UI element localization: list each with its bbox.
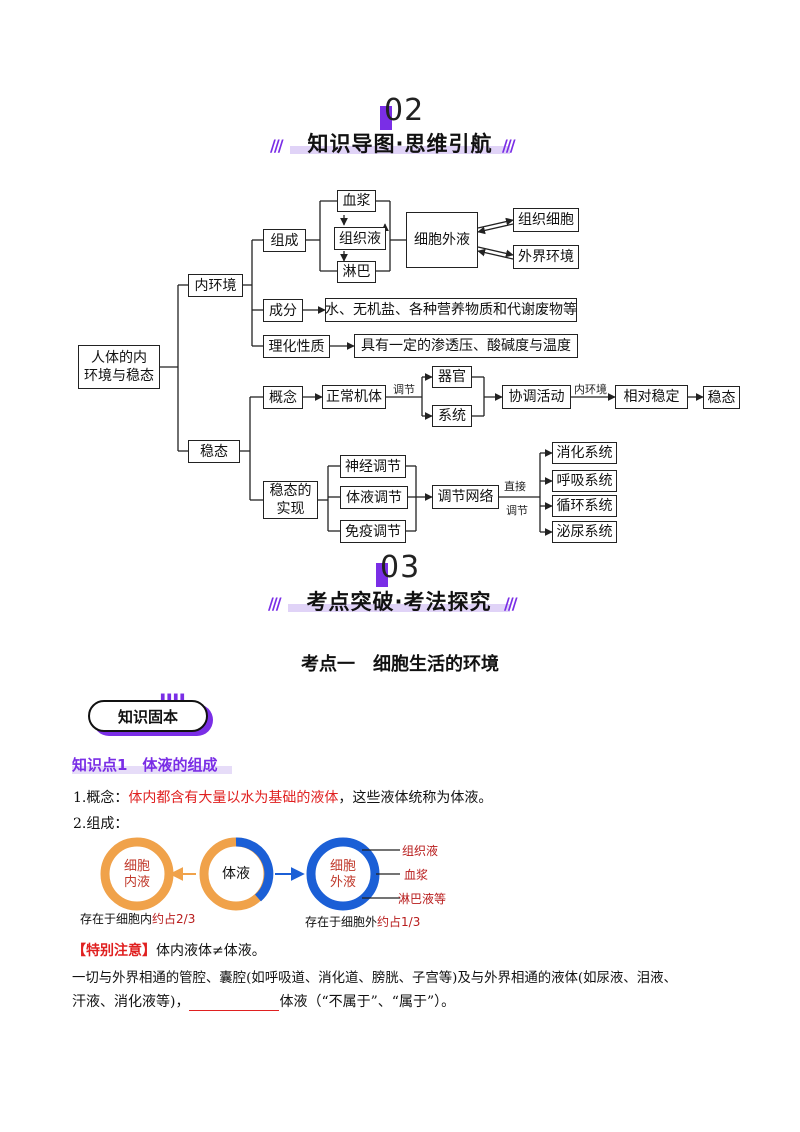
node-qiguan: 器官 bbox=[432, 366, 472, 388]
label-zhijie: 直接 bbox=[504, 480, 526, 493]
slash-decor-right: /// bbox=[504, 594, 517, 613]
node-wentai-final: 稳态 bbox=[703, 386, 740, 409]
composition-line: 2.组成： bbox=[73, 816, 129, 832]
body-fluid-diagram bbox=[100, 837, 400, 911]
node-tiye: 体液调节 bbox=[340, 486, 408, 509]
node-waijiehuanjing: 外界环境 bbox=[513, 245, 579, 269]
node-lihua-detail: 具有一定的渗透压、酸碱度与温度 bbox=[354, 334, 578, 358]
badge-dots: ▮▮▮▮ bbox=[160, 692, 187, 703]
node-zucheng: 组成 bbox=[263, 229, 306, 252]
slash-decor-left: /// bbox=[268, 594, 281, 613]
node-xiaohua: 消化系统 bbox=[552, 442, 617, 464]
circle-icf: 细胞 内液 bbox=[123, 859, 150, 890]
concept-line: 1.概念：体内都含有大量以水为基础的液体，这些液体统称为体液。 bbox=[73, 790, 493, 806]
node-shenjing: 神经调节 bbox=[340, 455, 406, 478]
mindmap-connectors bbox=[160, 200, 704, 536]
node-zuzhiye: 组织液 bbox=[334, 227, 386, 250]
node-wentai: 稳态 bbox=[188, 440, 240, 463]
node-xuejiang: 血浆 bbox=[337, 190, 376, 212]
kaodian-heading: 考点一 细胞生活的环境 bbox=[301, 654, 499, 675]
node-chengfen-detail: 水、无机盐、各种营养物质和代谢废物等 bbox=[325, 298, 577, 322]
node-huxi: 呼吸系统 bbox=[552, 470, 617, 492]
node-zuzhixibao: 组织细胞 bbox=[513, 208, 579, 232]
slash-decor-left: /// bbox=[270, 136, 283, 155]
node-zhengchang: 正常机体 bbox=[322, 385, 386, 409]
point-title: 知识点1 体液的组成 bbox=[72, 756, 218, 774]
node-xiangdui: 相对稳定 bbox=[615, 385, 688, 409]
node-xietiao: 协调活动 bbox=[502, 385, 571, 409]
node-xitong: 系统 bbox=[432, 405, 472, 427]
section-title: 考点突破·考法探究 bbox=[306, 590, 492, 614]
node-miniao: 泌尿系统 bbox=[552, 521, 617, 543]
node-chengfen: 成分 bbox=[263, 299, 303, 322]
section-title: 知识导图·思维引航 bbox=[307, 132, 493, 156]
fill-blank[interactable] bbox=[189, 996, 280, 1011]
title-highlight bbox=[290, 146, 510, 154]
label-tiaojie: 调节 bbox=[393, 383, 415, 396]
circle-ecf: 细胞 外液 bbox=[329, 859, 356, 890]
caption-ecf: 存在于细胞外约占1/3 bbox=[305, 915, 421, 929]
node-xunhuan: 循环系统 bbox=[552, 495, 617, 517]
slash-decor-right: /// bbox=[502, 136, 515, 155]
node-shixian: 稳态的 实现 bbox=[263, 481, 318, 519]
branch-lymph: 淋巴液等 bbox=[398, 892, 447, 906]
node-gainian: 概念 bbox=[263, 386, 303, 409]
note-line2: 一切与外界相通的管腔、囊腔(如呼吸道、消化道、膀胱、子宫等)及与外界相通的液体(… bbox=[72, 971, 677, 986]
label-tiaojie2: 调节 bbox=[506, 504, 528, 517]
branch-plasma: 血浆 bbox=[404, 868, 429, 882]
badge-zhishi: 知识固本 bbox=[88, 700, 208, 732]
node-xibaowaiye: 细胞外液 bbox=[406, 212, 478, 268]
node-lihua: 理化性质 bbox=[263, 335, 330, 358]
node-neihuanjing: 内环境 bbox=[188, 274, 243, 297]
branch-tissue-fluid: 组织液 bbox=[402, 844, 439, 858]
mindmap-root: 人体的内 环境与稳态 bbox=[78, 345, 160, 389]
label-neihuanjing: 内环境 bbox=[574, 383, 607, 396]
note-line1: 【特别注意】体内液体≠体液。 bbox=[72, 943, 266, 959]
node-mianyi: 免疫调节 bbox=[340, 520, 406, 543]
node-wangluo: 调节网络 bbox=[432, 485, 499, 509]
title-highlight bbox=[288, 604, 510, 612]
section-number: 03 bbox=[376, 553, 420, 587]
note-line3: 汗液、消化液等)，体液（“不属于”、“属于”）。 bbox=[72, 994, 456, 1011]
caption-icf: 存在于细胞内约占2/3 bbox=[80, 912, 196, 926]
node-linba: 淋巴 bbox=[337, 261, 376, 283]
circle-bodyfluid: 体液 bbox=[222, 866, 250, 882]
